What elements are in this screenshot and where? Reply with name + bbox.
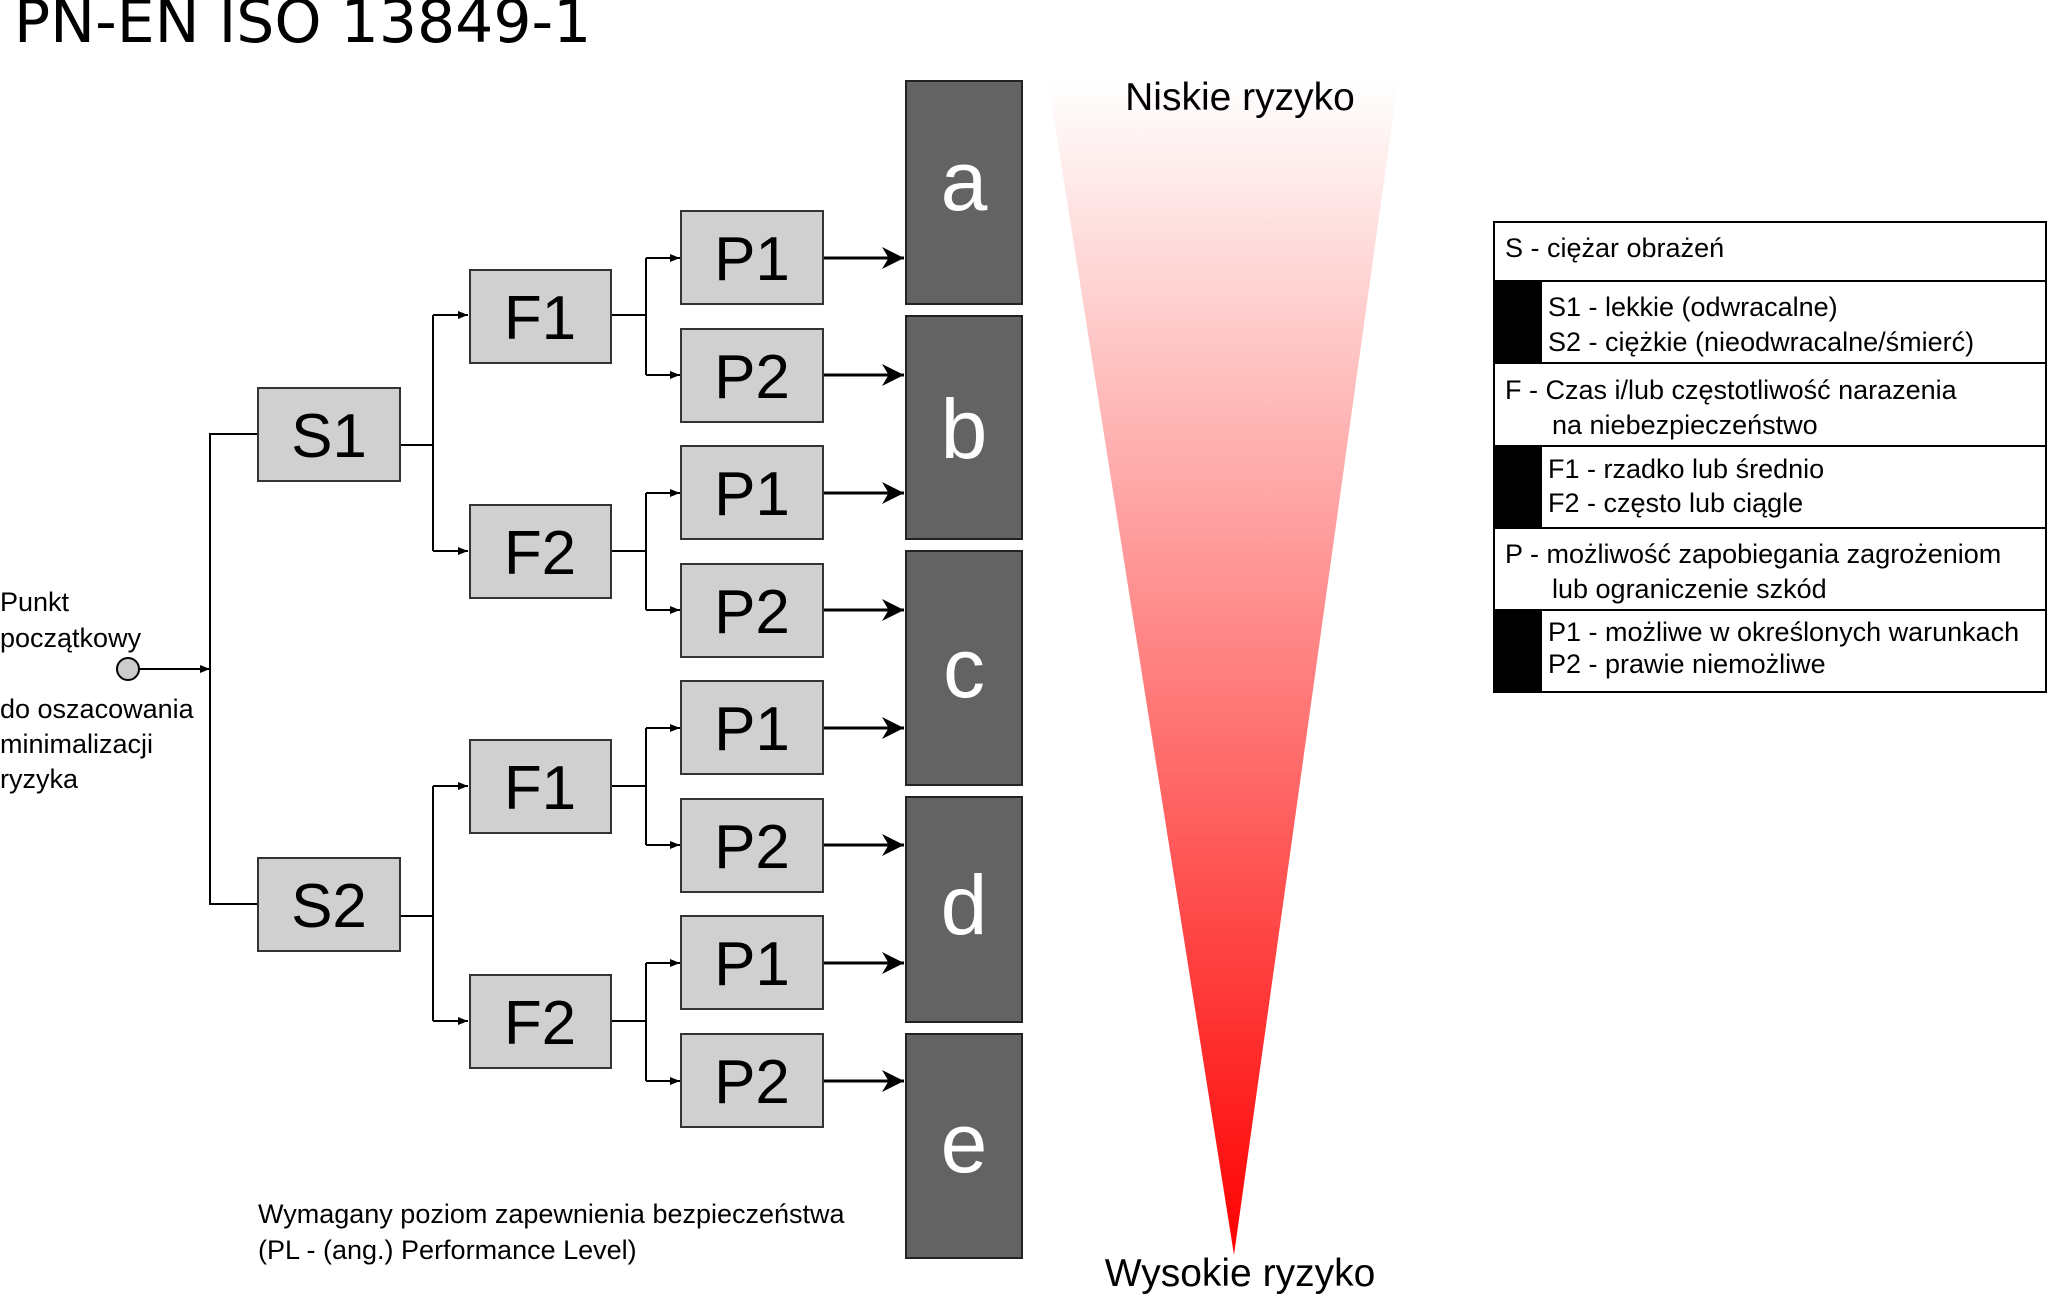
start-label-line-1: Punkt: [0, 587, 70, 617]
level-e-label: e: [941, 1096, 988, 1190]
legend-f-header-2: na niebezpieczeństwo: [1552, 410, 1818, 440]
node-p1-4-label: P1: [714, 930, 790, 999]
node-p2-1-label: P2: [714, 343, 790, 412]
legend-bar-f: [1494, 446, 1542, 528]
node-p1-1: P1: [680, 210, 824, 305]
legend-p-header-1: P - możliwość zapobiegania zagrożeniom: [1505, 539, 2001, 569]
node-p1-2: P1: [680, 445, 824, 540]
level-b: b: [905, 315, 1023, 540]
start-point: Punkt początkowy do oszacowania minimali…: [0, 587, 195, 794]
level-b-label: b: [941, 382, 988, 476]
node-s2: S2: [257, 857, 401, 952]
legend-p-header-2: lub ograniczenie szkód: [1552, 574, 1827, 604]
node-s1-label: S1: [291, 402, 367, 471]
node-p2-4: P2: [680, 1033, 824, 1128]
level-a: a: [905, 80, 1023, 305]
connectors: [139, 247, 904, 1092]
node-f2-upper-label: F2: [504, 519, 576, 588]
node-p2-3-label: P2: [714, 813, 790, 882]
node-f1-upper-label: F1: [504, 284, 576, 353]
legend-f1: F1 - rzadko lub średnio: [1548, 454, 1824, 484]
legend-p2: P2 - prawie niemożliwe: [1548, 649, 1826, 679]
node-p1-2-label: P1: [714, 460, 790, 529]
node-f2-lower: F2: [469, 974, 612, 1069]
node-f1-lower: F1: [469, 739, 612, 834]
node-f2-lower-label: F2: [504, 989, 576, 1058]
level-d: d: [905, 796, 1023, 1023]
node-p1-1-label: P1: [714, 225, 790, 294]
level-a-label: a: [941, 134, 988, 228]
node-p2-1: P2: [680, 328, 824, 423]
node-p2-2-label: P2: [714, 578, 790, 647]
legend-p1: P1 - możliwe w określonych warunkach: [1548, 617, 2019, 647]
pl-caption-line-2: (PL - (ang.) Performance Level): [258, 1235, 637, 1265]
node-f1-lower-label: F1: [504, 754, 576, 823]
level-c-label: c: [943, 621, 985, 715]
start-label-line-2: początkowy: [0, 623, 142, 653]
risk-gradient-triangle: [1048, 81, 1398, 1255]
legend: S - ciężar obrażeń S1 - lekkie (odwracal…: [1493, 221, 2047, 693]
legend-bar-p: [1494, 610, 1542, 692]
legend-f2: F2 - często lub ciągle: [1548, 488, 1803, 518]
level-c: c: [905, 550, 1023, 786]
node-p2-2: P2: [680, 563, 824, 658]
legend-bar-s: [1494, 281, 1542, 363]
legend-f-header-1: F - Czas i/lub częstotliwość narazenia: [1505, 375, 1958, 405]
node-f2-upper: F2: [469, 504, 612, 599]
level-e: e: [905, 1033, 1023, 1259]
node-p2-3: P2: [680, 798, 824, 893]
node-s1: S1: [257, 387, 401, 482]
start-label-line-4: minimalizacji: [0, 729, 153, 759]
node-p1-4: P1: [680, 915, 824, 1010]
legend-s2: S2 - ciężkie (nieodwracalne/śmierć): [1548, 327, 1974, 357]
node-s2-label: S2: [291, 872, 367, 941]
pl-caption-line-1: Wymagany poziom zapewnienia bezpieczeńst…: [258, 1199, 846, 1229]
level-d-label: d: [941, 858, 988, 952]
start-circle: [116, 657, 140, 681]
risk-low-label: Niskie ryzyko: [1125, 76, 1355, 119]
start-label-line-5: ryzyka: [0, 764, 79, 794]
legend-s-header: S - ciężar obrażeń: [1505, 233, 1724, 263]
page-title: PN-EN ISO 13849-1: [14, 0, 591, 57]
node-p2-4-label: P2: [714, 1048, 790, 1117]
node-p1-3-label: P1: [714, 695, 790, 764]
risk-high-label: Wysokie ryzyko: [1105, 1252, 1376, 1295]
legend-s1: S1 - lekkie (odwracalne): [1548, 292, 1838, 322]
start-label-line-3: do oszacowania: [0, 694, 195, 724]
node-f1-upper: F1: [469, 269, 612, 364]
node-p1-3: P1: [680, 680, 824, 775]
